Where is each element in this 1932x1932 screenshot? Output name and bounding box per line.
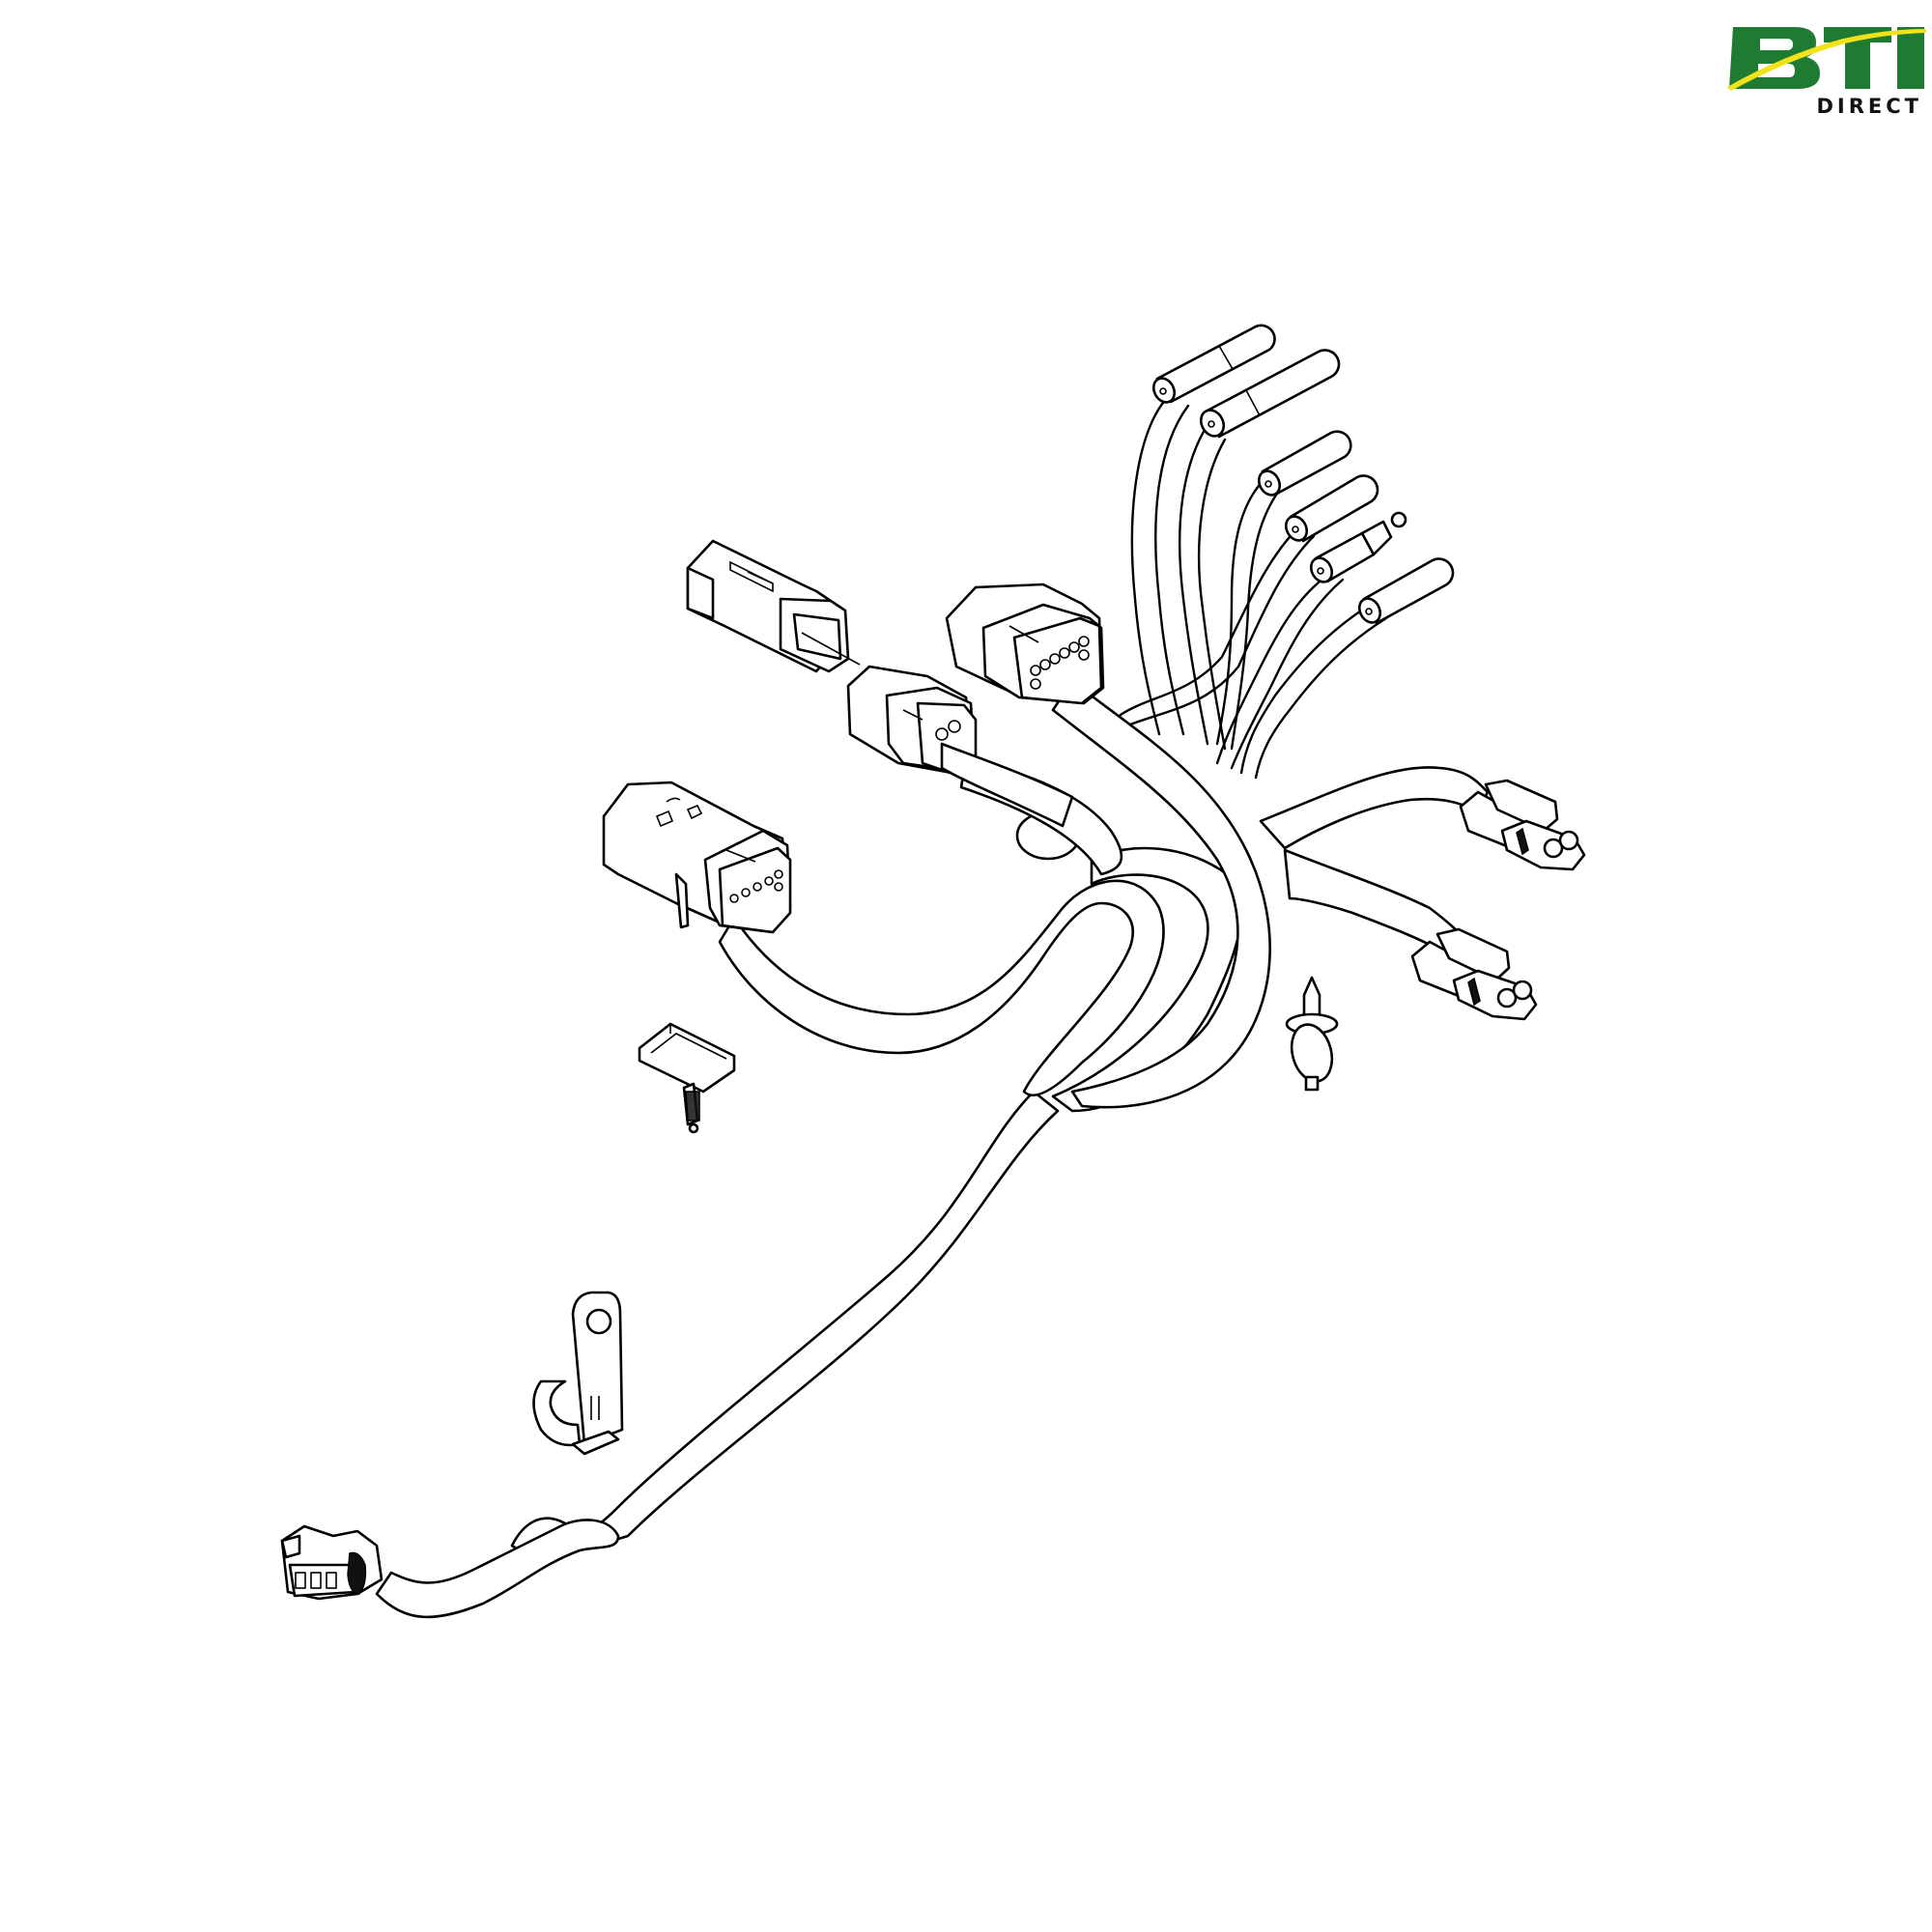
connector-12pin-plug <box>602 781 792 934</box>
terminal-2 <box>1199 349 1341 439</box>
push-pin-strap-clip <box>1285 976 1339 1092</box>
connector-12pin-receptacle <box>945 582 1105 705</box>
connector-sensor-upper <box>1459 779 1586 871</box>
connector-2pin-receptacle <box>846 665 1074 828</box>
terminal-4 <box>1284 474 1379 543</box>
connector-sensor-lower <box>1410 927 1538 1021</box>
pin-holes <box>1030 636 1090 690</box>
terminal-6 <box>1357 557 1455 625</box>
terminal-3 <box>1257 430 1352 497</box>
connector-2pin-plug <box>686 539 861 673</box>
wire-terminals <box>1151 324 1455 625</box>
harness-branch-right <box>1259 766 1490 963</box>
mounting-bracket-clip <box>532 1291 624 1456</box>
terminal-5-pin <box>1309 511 1407 583</box>
bti-direct-logo: DIRECT <box>1727 25 1926 122</box>
harness-trunk <box>375 1090 1060 1619</box>
bti-logo-mark-icon <box>1727 27 1926 91</box>
logo-subtitle: DIRECT <box>1816 95 1922 118</box>
connector-3pin <box>280 1524 384 1601</box>
edge-clip <box>638 1022 736 1134</box>
wire-fan <box>1119 394 1388 780</box>
terminal-1 <box>1151 324 1276 404</box>
